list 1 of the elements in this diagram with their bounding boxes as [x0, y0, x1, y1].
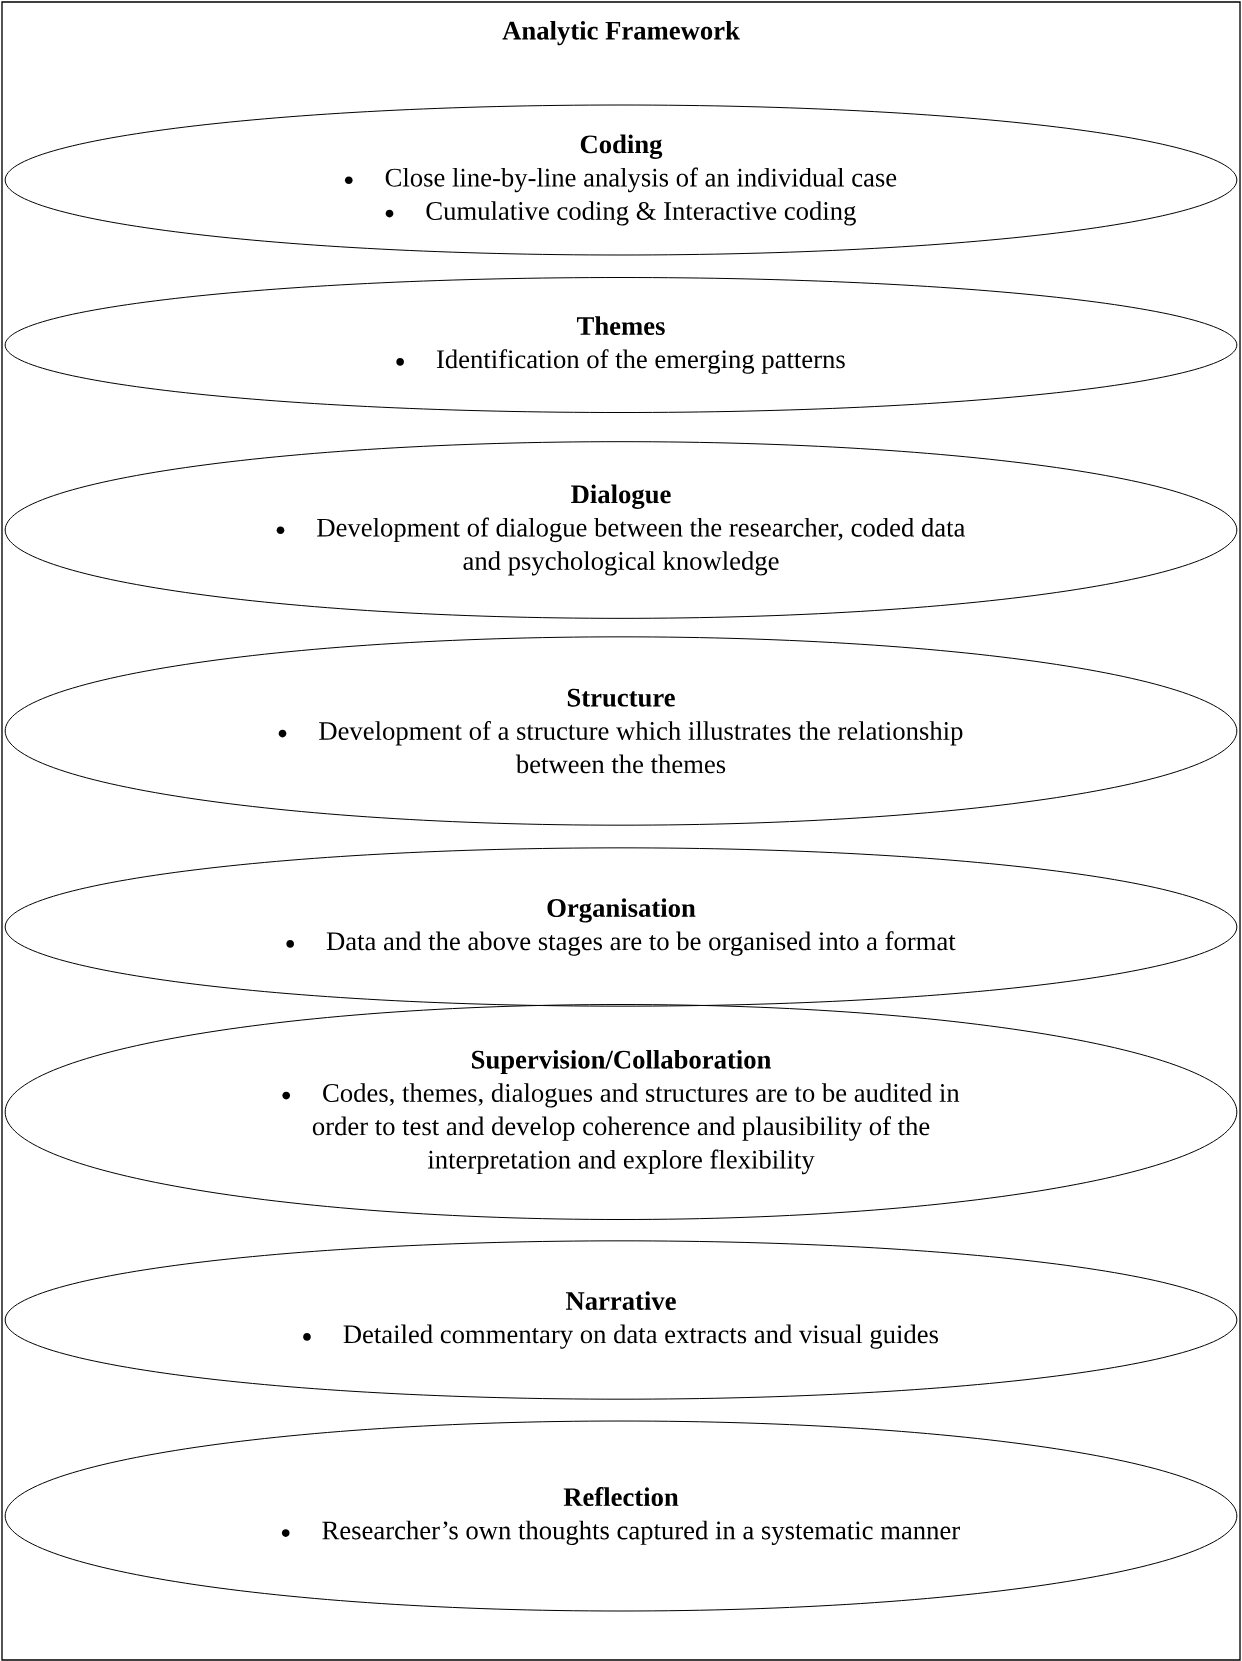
title: Analytic Framework: [502, 20, 740, 46]
